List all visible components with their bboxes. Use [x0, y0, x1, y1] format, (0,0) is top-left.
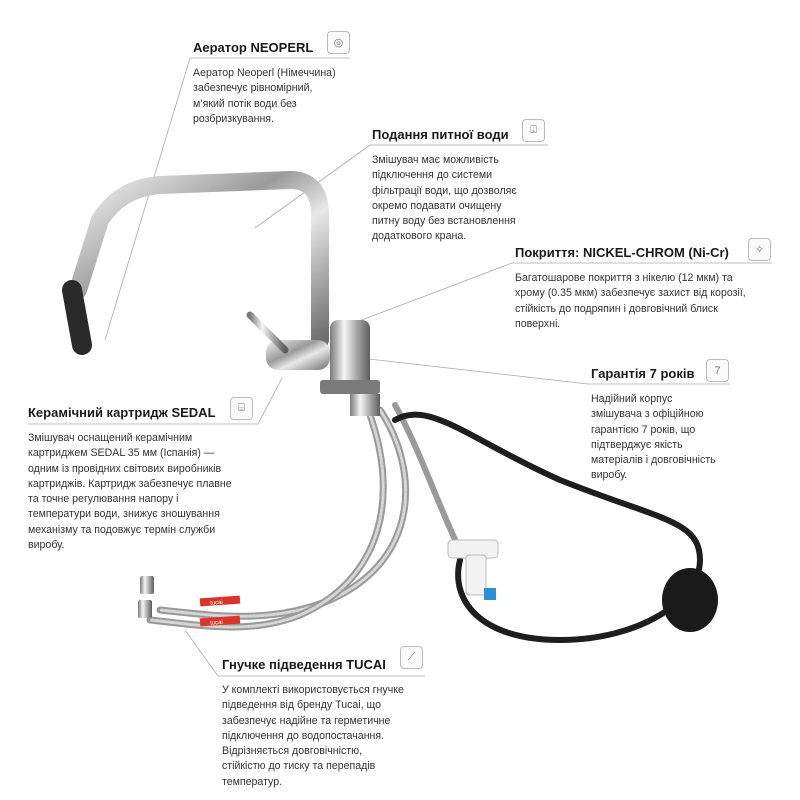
description-line: Багатошарове покриття з нікелю (12 мкм) …: [515, 272, 733, 284]
feature-title: Гарантія 7 років: [591, 366, 695, 381]
leader-lines: [28, 57, 772, 677]
description-line: виробу.: [28, 539, 65, 552]
description-line: забезпечує надійне та герметичне: [222, 714, 391, 727]
feature-warranty: Гарантія 7 років Надійний корпус змішувач…: [591, 366, 716, 484]
description-line: додаткового крана.: [372, 230, 467, 243]
description-line: стійкість до подряпин і довговічний блис…: [515, 302, 718, 315]
description-line: питну воду без встановлення: [372, 215, 516, 228]
description-line: картриджів. Картридж забезпечує плавне: [28, 477, 232, 490]
feature-title: Аератор NEOPERL: [193, 40, 314, 55]
feature-description: Надійний корпус змішувача з офіційною гара…: [591, 392, 716, 484]
feature-description: Змішувач має можливість підключення до си…: [372, 153, 517, 245]
feature-title: Керамічний картридж SEDAL: [28, 405, 216, 420]
description-line: температур.: [222, 775, 283, 788]
description-line: стійкістю до тиску та перепадів: [222, 760, 376, 773]
aerator-icon: ◎: [327, 31, 350, 54]
feature-cartridge: Керамічний картридж SEDAL Змішувач оснащ…: [28, 405, 232, 553]
water-glass-icon: ⍗: [522, 119, 545, 142]
feature-description: Багатошарове покриття з нікелю (12 мкм) …: [515, 271, 746, 332]
description-line: та точне регулювання напору і: [28, 493, 179, 506]
description-line: гарантією 7 років, що: [591, 423, 696, 436]
description-line: Змішувач оснащений керамічним: [28, 432, 193, 444]
warranty-badge-icon: 7: [706, 359, 729, 382]
description-line: підтверджує якість: [591, 438, 683, 451]
description-line: температури води, знижує зношування: [28, 508, 220, 521]
description-line: підключення до системи: [372, 169, 493, 182]
description-line: одним із провідних світових виробників: [28, 462, 222, 475]
description-line: окремо подавати очищену: [372, 199, 502, 212]
description-line: Аератор Neoperl (Німеччина): [193, 67, 336, 79]
feature-coating: Покриття: NICKEL-CHROM (Ni-Cr) Багатошар…: [515, 245, 746, 332]
description-line: фільтрації води, що дозволяє: [372, 184, 517, 197]
description-line: Змішувач має можливість: [372, 154, 499, 166]
description-line: розбризкування.: [193, 112, 274, 125]
hose-weight: [662, 568, 718, 632]
description-line: поверхні.: [515, 317, 561, 330]
feature-description: Аератор Neoperl (Німеччина) забезпечує рі…: [193, 66, 336, 127]
description-line: м’який потік води без: [193, 97, 297, 110]
description-line: виробу.: [591, 469, 628, 482]
description-line: механізму та подовжує термін служби: [28, 523, 216, 536]
description-line: підведення від бренду Tucai, що: [222, 699, 382, 712]
hose-label-bottom: tucai: [210, 620, 223, 627]
description-line: матеріалів і довговічність: [591, 454, 716, 467]
feature-drinking-water: Подання питної води Змішувач має можливі…: [372, 127, 517, 245]
sparkle-icon: ✧: [748, 238, 771, 261]
feature-title: Подання питної води: [372, 127, 509, 142]
feature-description: У комплекті використовується гнучке підве…: [222, 683, 404, 790]
description-line: Надійний корпус: [591, 393, 673, 405]
feature-description: Змішувач оснащений керамічним картриджем …: [28, 431, 232, 553]
description-line: змішувача з офіційною: [591, 408, 704, 421]
feature-aerator: Аератор NEOPERL Аератор Neoperl (Німеччи…: [193, 40, 336, 127]
feature-hoses: Гнучке підведення TUCAI У комплекті вико…: [222, 657, 404, 790]
description-line: хрому (0.35 мкм) забезпечує захист від к…: [515, 287, 746, 300]
hose-icon: ⟋: [400, 646, 423, 669]
cartridge-icon: ⌸: [230, 397, 253, 420]
feature-title: Гнучке підведення TUCAI: [222, 657, 386, 672]
description-line: картриджем SEDAL 35 мм (Іспанія) —: [28, 447, 215, 460]
description-line: Відрізняється довговічністю,: [222, 745, 363, 758]
warranty-badge-number: 7: [714, 364, 721, 377]
hose-label-top: tucai: [210, 600, 223, 607]
description-line: У комплекті використовується гнучке: [222, 684, 404, 696]
description-line: підключення до водопостачання.: [222, 729, 385, 742]
description-line: забезпечує рівномірний,: [193, 82, 313, 95]
feature-title: Покриття: NICKEL-CHROM (Ni-Cr): [515, 245, 729, 260]
